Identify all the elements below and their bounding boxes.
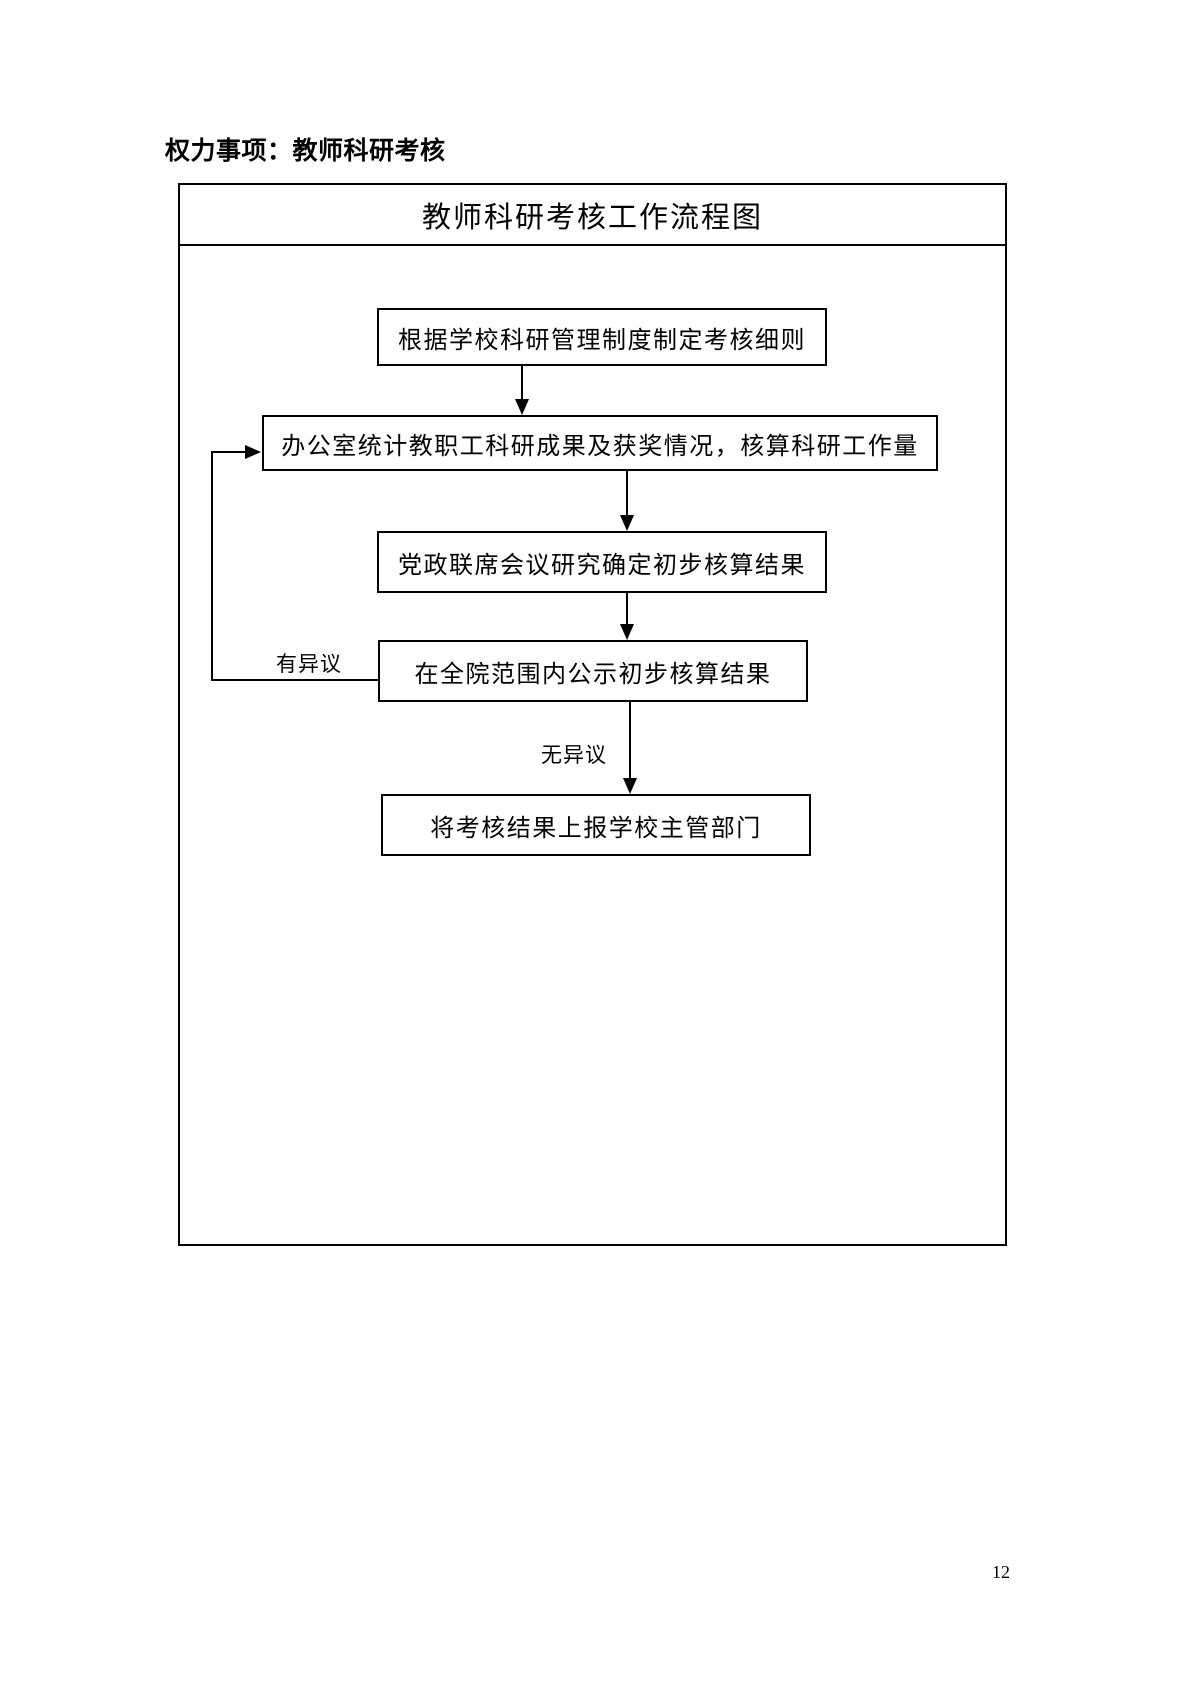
flow-step-report-to-school: 将考核结果上报学校主管部门 [381,794,811,856]
page-heading: 权力事项：教师科研考核 [165,137,446,165]
flowchart-title: 教师科研考核工作流程图 [421,201,763,234]
branch-label-objection: 有异议 [276,652,342,676]
flowchart-title-bar: 教师科研考核工作流程图 [180,185,1005,246]
flow-step-publicize-results: 在全院范围内公示初步核算结果 [378,640,808,702]
flow-step-set-assessment-rules: 根据学校科研管理制度制定考核细则 [377,308,827,366]
flow-step-joint-meeting-decision: 党政联席会议研究确定初步核算结果 [377,531,827,593]
page-number: 12 [992,1562,1010,1582]
flow-step-office-statistics: 办公室统计教职工科研成果及获奖情况，核算科研工作量 [262,415,938,471]
branch-label-no-objection: 无异议 [541,743,607,767]
